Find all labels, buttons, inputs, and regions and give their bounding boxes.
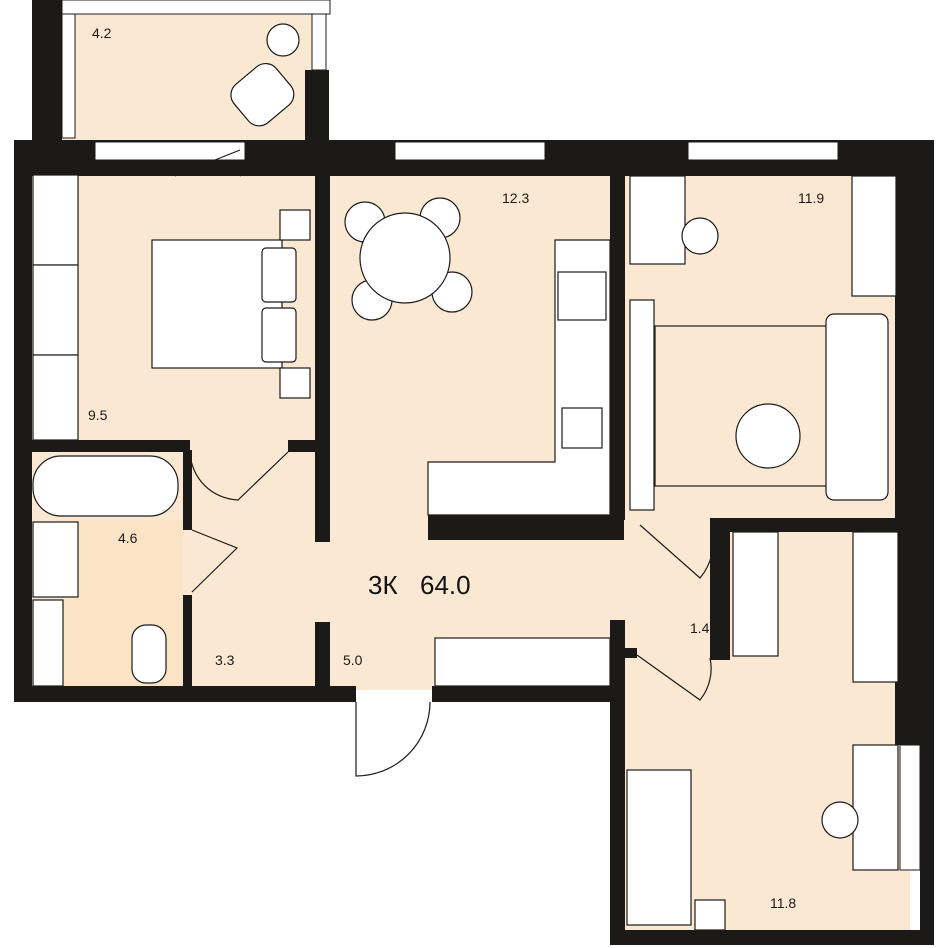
room-area-hallway-small: 3.3 [215,652,235,668]
hallway-wardrobe [434,637,611,687]
bathtub [32,455,179,517]
nightstand [279,209,311,241]
balcony-window [61,13,76,139]
washbasin [32,521,79,598]
cabinet [851,175,897,297]
room-area-bathroom: 4.6 [118,530,138,546]
doors [174,149,714,777]
sink [561,407,603,449]
balcony-chair [230,62,295,127]
sofa [825,313,889,501]
desk-chair [681,217,719,255]
window [687,141,839,161]
room-area-hallway: 5.0 [343,652,363,668]
desk [629,175,686,265]
bed [151,239,283,369]
window [94,141,246,161]
watermark: Домклик [38,882,176,924]
wardrobe [32,174,79,266]
closet-shelf [732,531,779,657]
bedroom-door [189,451,289,501]
washing-machine [32,599,64,687]
balcony-window [61,0,331,15]
room-area-balcony: 4.2 [92,25,112,41]
room-area-closet: 1.4 [690,620,710,636]
room-area-kitchen: 12.3 [502,190,529,206]
window [394,141,546,161]
pillow [261,247,297,303]
watermark-text: Домклик [80,893,176,918]
room-area-bedroom-2: 11.8 [770,895,796,911]
bedroom-2-door [636,654,712,701]
bathroom-door [191,529,239,593]
room-labels: 4.2 9.5 12.3 11.9 4.6 3.3 5.0 1.4 11.8 3… [88,25,824,911]
nightstand [694,899,726,931]
window [899,744,921,871]
tv-stand [629,299,655,511]
nightstand [279,367,311,399]
dining-table [359,212,451,304]
furniture [32,23,899,931]
living-door [639,524,714,579]
room-area-living-room: 11.9 [798,190,824,206]
total-area: 64.0 [420,570,471,600]
room-area-bedroom: 9.5 [88,407,108,423]
single-bed [626,769,692,926]
balcony-door [174,149,242,177]
balcony-window [311,13,327,71]
toilet [131,624,167,684]
entrance-door [355,701,431,777]
windows [61,0,921,871]
coffee-table [735,403,801,469]
bedroom-2-wardrobe [852,531,899,683]
bedroom-2-chair [821,801,859,839]
wardrobe [32,354,79,441]
balcony-table [266,23,300,57]
pillow [261,307,297,363]
bedroom-2-desk [852,744,899,871]
apartment-type: 3К [368,570,398,600]
stove [557,271,607,321]
wardrobe [32,264,79,356]
domclick-house-icon [38,882,72,924]
